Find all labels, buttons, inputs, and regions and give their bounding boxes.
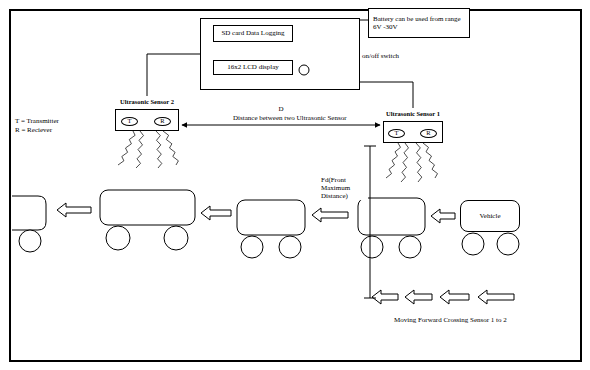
wheel [164, 226, 188, 250]
lcd-display: 16x2 LCD display [213, 60, 293, 75]
switch-label: on/off switch [362, 52, 399, 60]
wheel [106, 226, 130, 250]
wire [360, 20, 368, 21]
transmitter: T [388, 129, 405, 138]
beam-line [136, 131, 144, 168]
distance-label: Distance between two Ultrasonic Sensor [232, 114, 348, 122]
switch-symbol [297, 63, 311, 77]
direction-arrows [57, 203, 514, 304]
legend-note: T = Transmitter [14, 117, 60, 125]
battery-box: Battery can be used from range 6V -30V [368, 8, 470, 38]
beam-line [416, 143, 422, 182]
direction-arrow [405, 290, 432, 304]
wheel [361, 236, 383, 258]
direction-arrow [372, 290, 398, 304]
element-letter: R [160, 118, 164, 125]
sensor-title: Ultrasonic Sensor 1 [380, 110, 446, 117]
ultrasonic-sensor: Ultrasonic Sensor 2 T R [112, 98, 182, 131]
legend-note: R = Reciever [14, 126, 53, 134]
receiver: R [420, 129, 437, 138]
wire [360, 82, 413, 108]
dimension-tick [364, 146, 376, 147]
beam-line [386, 143, 401, 178]
receiver: R [154, 117, 171, 126]
direction-arrow [431, 209, 455, 223]
direction-arrow [57, 203, 91, 217]
wheel [399, 236, 421, 258]
direction-arrow [478, 290, 514, 304]
beam-line [163, 131, 178, 165]
element-letter: T [128, 118, 132, 125]
wheel [19, 230, 41, 252]
wheel [462, 233, 484, 255]
direction-arrow [312, 208, 348, 222]
wire [147, 54, 200, 96]
vehicle-body [12, 196, 46, 230]
element-letter: T [395, 130, 399, 137]
controller-box: on/off switchSD card Data Logging16x2 LC… [200, 18, 360, 90]
direction-arrow [440, 290, 469, 304]
vehicle-body [100, 190, 195, 225]
direction-label: Moving Forward Crossing Sensor 1 to 2 [393, 316, 508, 324]
vehicles [12, 190, 519, 258]
beam-line [118, 131, 135, 165]
vehicle-body [358, 198, 425, 235]
beam-line [423, 143, 438, 178]
beam-line [156, 131, 162, 168]
box-label: SD card Data Logging [221, 29, 284, 37]
beam-line [401, 143, 409, 182]
edge-label: D [277, 105, 284, 113]
box-label: Battery can be used from range 6V -30V [373, 15, 465, 31]
distance-arrow [182, 125, 380, 126]
vehicle-body: Vehicle [460, 200, 520, 232]
ultrasonic-sensor: Ultrasonic Sensor 1 T R [380, 110, 446, 143]
dimension-line [370, 146, 371, 298]
vehicle-label: Vehicle [480, 212, 501, 220]
sensor-title: Ultrasonic Sensor 2 [112, 98, 182, 105]
wheel [497, 233, 519, 255]
direction-arrow [201, 206, 231, 220]
wheel [241, 236, 263, 258]
transmitter: T [121, 117, 138, 126]
dimension-tick [364, 298, 376, 299]
element-letter: R [426, 130, 430, 137]
vehicle-body [237, 200, 305, 235]
fd-dimension [364, 146, 376, 298]
box-label: 16x2 LCD display [227, 63, 279, 71]
frame [10, 10, 581, 361]
dimension-label: Fd(Front Maximum Distance) [320, 176, 368, 200]
sd-card-module: SD card Data Logging [213, 25, 293, 42]
wheel [279, 236, 301, 258]
